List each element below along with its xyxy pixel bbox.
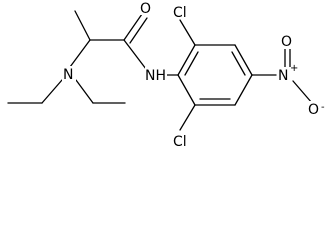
ring-bond-4-5	[234, 74, 253, 106]
atom-chlorine-bottom: Cl	[173, 134, 187, 150]
atom-amide-nh: NH	[145, 68, 166, 84]
atom-amine-n: N	[63, 67, 73, 83]
bond-ethyl1-a	[41, 79, 63, 104]
structure-diagram: O NH N Cl Cl N + O O -	[7, 0, 325, 150]
ring-double-3-4	[231, 51, 246, 76]
atom-chlorine-top: Cl	[173, 5, 187, 21]
bond-ethyl2-a	[75, 79, 94, 104]
molecule-drawing: O NH N Cl Cl N + O O -	[7, 0, 325, 150]
bond-cl-top	[179, 19, 196, 46]
atom-carbonyl-oxygen: O	[140, 1, 151, 17]
nitro-n-charge: +	[290, 63, 298, 74]
atom-nitro-o-right: O	[308, 102, 319, 118]
bond-carbonyl-double-a	[123, 13, 143, 41]
bonds	[7, 10, 313, 131]
nitro-o-right-charge: -	[321, 102, 325, 113]
bond-carbonyl-nh	[123, 39, 147, 70]
atom-nitro-n: N	[278, 68, 288, 84]
atom-labels: O NH N Cl Cl N + O O -	[62, 0, 325, 150]
bond-carbonyl-double-b	[129, 17, 148, 44]
bond-alpha-amine	[69, 39, 91, 68]
ring-bond-1-2	[177, 44, 196, 76]
atom-nitro-o-top: O	[281, 34, 292, 50]
bond-methyl	[74, 10, 91, 41]
ring-bond-3-4	[234, 44, 253, 76]
bond-nitro-o-right	[292, 80, 313, 104]
ring-bond-6-1	[177, 74, 196, 106]
ring-double-1-2	[184, 51, 199, 76]
bond-cl-bottom	[179, 104, 196, 131]
